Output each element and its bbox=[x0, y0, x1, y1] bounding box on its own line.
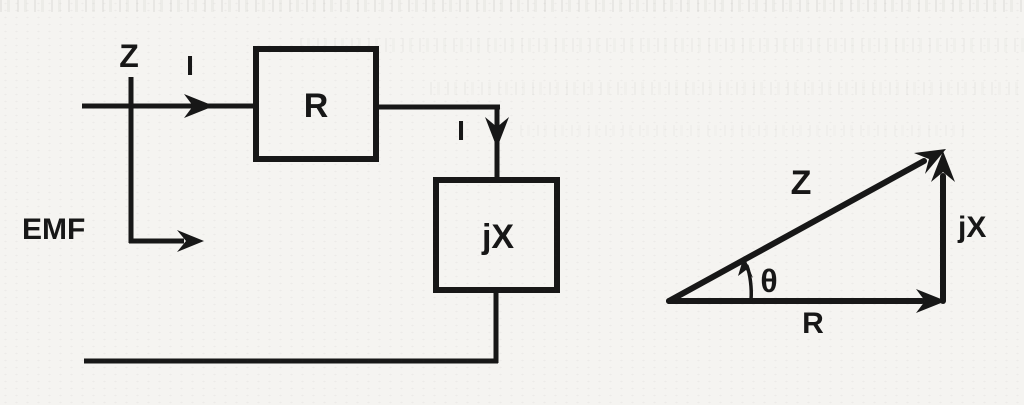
hypotenuse-label: Z bbox=[791, 164, 812, 202]
triangle-resistance-label: R bbox=[802, 307, 824, 340]
triangle-reactance-label: jX bbox=[957, 211, 986, 244]
current-label: I bbox=[186, 50, 194, 81]
current-arrow-icon bbox=[184, 94, 214, 118]
branch-current-label: I bbox=[457, 115, 465, 146]
reactance-arrow-icon bbox=[931, 151, 955, 182]
impedance-label: Z bbox=[119, 38, 139, 74]
branch-current-arrow-icon bbox=[485, 117, 509, 148]
resistor-box bbox=[253, 46, 379, 162]
emf-reference-arrow-icon bbox=[177, 230, 204, 252]
angle-arrow-icon bbox=[738, 256, 753, 278]
emf-label: EMF bbox=[22, 213, 85, 246]
reactance-label: jX bbox=[481, 218, 514, 256]
impedance-vector bbox=[666, 158, 927, 304]
angle-label: θ bbox=[760, 263, 777, 299]
resistance-arrow-icon bbox=[916, 289, 946, 313]
series-rx-circuit: R jX Z I EMF I bbox=[22, 38, 560, 364]
impedance-arrow-icon bbox=[914, 149, 946, 174]
resistor-label: R bbox=[304, 87, 329, 125]
impedance-triangle: Z θ jX R bbox=[666, 149, 986, 340]
